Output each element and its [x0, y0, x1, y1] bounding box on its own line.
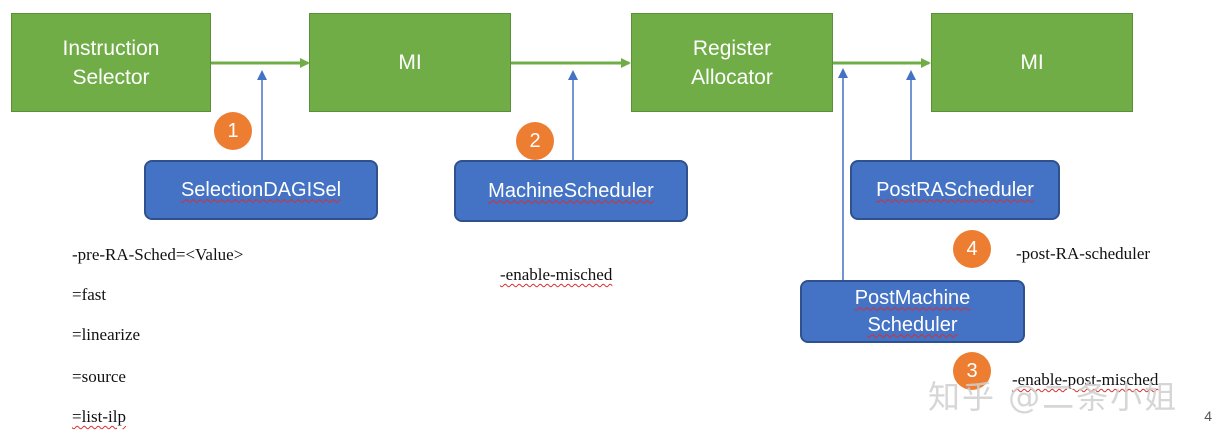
instruction-selector-box: Instruction Selector [11, 13, 211, 112]
register-allocator-label: Register Allocator [691, 36, 773, 89]
pre-ra-fast-value: =fast [72, 285, 107, 304]
pre-ra-sched-option: -pre-RA-Sched=<Value> [72, 245, 244, 264]
selection-dag-isel-label: SelectionDAGISel [180, 178, 342, 201]
post-ra-scheduler-label: PostRAScheduler [876, 178, 1034, 201]
selection-dag-isel-box: SelectionDAGISel [144, 160, 378, 220]
page-number: 4 [1204, 408, 1212, 424]
post-machine-scheduler-label: PostMachine Scheduler [854, 286, 971, 336]
instruction-selector-label: Instruction Selector [62, 36, 160, 89]
pre-ra-linearize-value: =linearize [72, 325, 141, 344]
post-machine-scheduler-box: PostMachine Scheduler [800, 280, 1025, 343]
post-ra-scheduler-box: PostRAScheduler [850, 160, 1060, 220]
pre-ra-list-ilp-value: =list-ilp [72, 407, 126, 426]
marker-1: 1 [214, 112, 252, 150]
mi-box-1: MI [309, 13, 511, 112]
watermark: 知乎 @二条小姐 [928, 378, 1179, 416]
mi-label-2: MI [1020, 51, 1044, 74]
marker-4: 4 [953, 230, 991, 268]
marker-2: 2 [516, 122, 554, 160]
machine-scheduler-box: MachineScheduler [454, 160, 688, 222]
enable-misched-option: -enable-misched [500, 265, 613, 284]
enable-post-misched-option: -enable-post-misched [1012, 370, 1159, 389]
machine-scheduler-label: MachineScheduler [488, 179, 654, 202]
pre-ra-source-value: =source [72, 367, 126, 386]
marker-3: 3 [953, 352, 991, 390]
mi-label-1: MI [398, 51, 422, 74]
mi-box-2: MI [931, 13, 1133, 112]
post-ra-scheduler-option: -post-RA-scheduler [1016, 244, 1151, 263]
register-allocator-box: Register Allocator [631, 13, 833, 112]
